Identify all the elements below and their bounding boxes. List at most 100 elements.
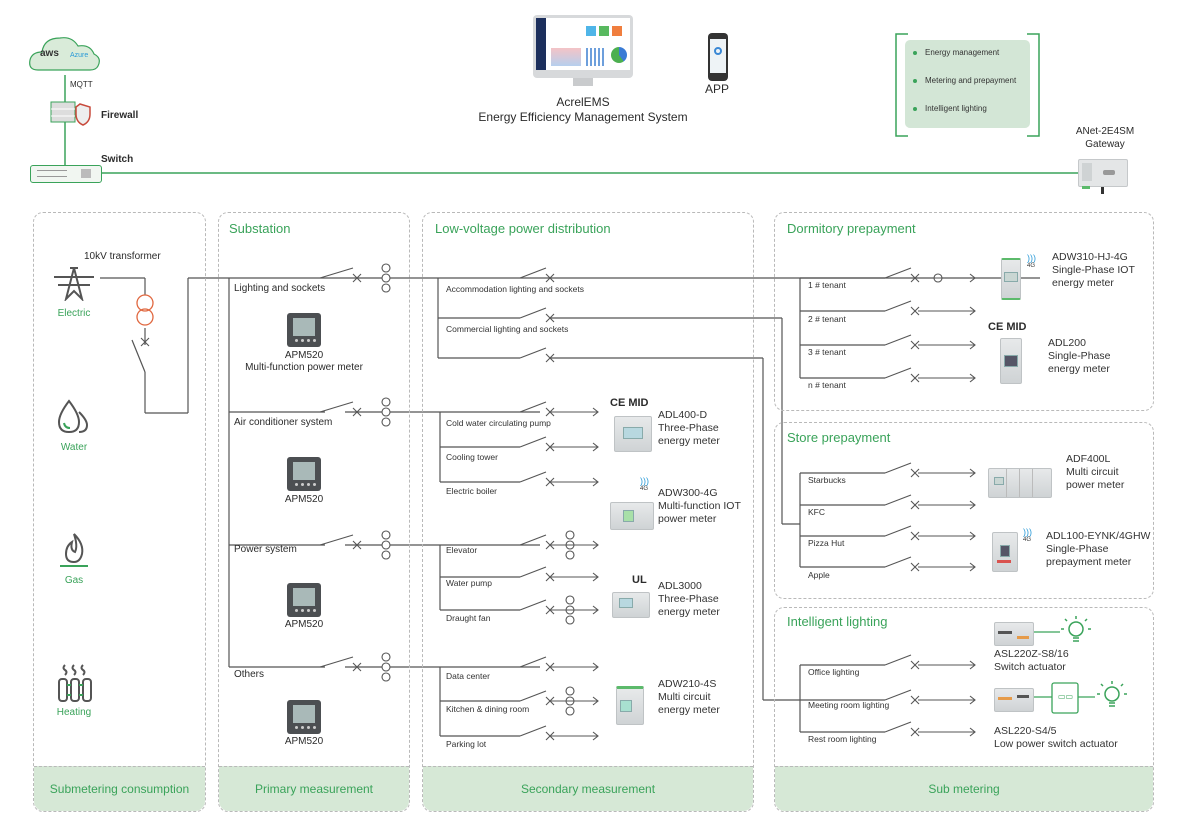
switch-blade [884,300,912,312]
arrow-head [592,540,599,550]
gateway-type: Gateway [1085,139,1125,150]
product-label: ADL3000 Three-Phase energy meter [658,580,720,618]
switch-icon [30,165,102,183]
product-label: ASL220Z-S8/16 Switch actuator [994,648,1069,673]
switch-blade [884,334,912,346]
switch-blade [519,725,547,737]
panel-footer: Secondary measurement [423,766,753,811]
meter-model: APM520 [284,350,324,361]
meter-model: APM520 [284,494,324,505]
adl200-meter [1000,338,1022,384]
arrow-head [969,373,976,383]
apm520-meter [287,313,321,347]
switch-blade [519,599,547,611]
water-drop-icon [55,398,91,436]
arrow-head [969,695,976,705]
product-label: ADW210-4S Multi circuit energy meter [658,678,720,716]
switch-blade [519,267,547,279]
power-tower-icon [52,265,96,303]
arrow-head [969,468,976,478]
breaker-x [910,373,920,383]
current-transformer-icon [381,550,391,560]
tenant-label: 1 # tenant [808,280,846,290]
switch-blade [884,689,912,701]
azure-logo: Azure [70,52,89,59]
arrow-head [592,572,599,582]
switch-blade [519,307,547,319]
current-transformer-icon [565,615,575,625]
current-transformer-icon [381,662,391,672]
feeder-label: Air conditioner system [234,417,333,428]
panel-footer: Sub metering [775,766,1153,811]
lighting-circuit-label: Meeting room lighting [808,700,890,710]
breaker-x [910,695,920,705]
light-bulb-icon [1096,679,1128,715]
apm520-meter [287,700,321,734]
switch-blade [884,367,912,379]
store-label: Pizza Hut [808,538,845,548]
feature-item: Intelligent lighting [913,104,987,113]
panel-submetering: Submetering consumption [33,212,206,812]
adw300-meter [610,502,654,530]
app-label: APP [705,82,730,96]
4g-signal-icon: )))4G [1023,527,1032,543]
lighting-circuit-label: Office lighting [808,667,860,677]
switch-blade [884,494,912,506]
current-transformer-icon [565,530,575,540]
product-label: ADL100-EYNK/4GHW Single-Phase prepayment… [1046,530,1151,568]
gateway-model: ANet-2E4SM [1075,126,1135,137]
breaker-x [545,313,555,323]
arrow-head [592,605,599,615]
relay-module-icon: ▭▭ [1058,692,1074,701]
switch-blade [519,401,547,413]
panel-footer: Primary measurement [219,766,409,811]
panel-title: Low-voltage power distribution [435,221,611,236]
features-box: Energy management Metering and prepaymen… [905,40,1030,128]
adl3000-meter [612,592,650,618]
light-bulb-icon [1060,614,1092,650]
arrow-head [969,306,976,316]
source-label-water: Water [60,442,88,453]
cert-badge: UL [632,574,647,586]
current-transformer-icon [565,706,575,716]
current-transformer-icon [565,686,575,696]
apm520-meter [287,583,321,617]
arrow-head [969,340,976,350]
source-label-electric: Electric [57,308,91,319]
arrow-head [969,660,976,670]
arrow-head [592,477,599,487]
panel-title: Intelligent lighting [787,614,888,629]
feeder-label: Lighting and sockets [234,283,326,294]
firewall-label: Firewall [101,110,139,121]
cert-badge: CE MID [610,397,649,409]
apm520-meter [287,457,321,491]
asl220-actuator [994,688,1034,712]
current-transformer-icon [381,263,391,273]
switch-blade [884,721,912,733]
switch-blade [519,690,547,702]
switch-blade [319,267,354,279]
product-label: ADL200 Single-Phase energy meter [1048,337,1111,375]
product-label: ADF400L Multi circuit power meter [1066,453,1125,491]
current-transformer-icon [565,595,575,605]
current-transformer-icon [381,397,391,407]
branch-label: Kitchen & dining room [446,704,530,714]
switch-blade [519,656,547,668]
switch-blade [319,401,354,413]
breaker-x [910,273,920,283]
adl400-meter [614,416,652,452]
branch-label: Commercial lighting and sockets [446,324,569,334]
actuator-links [1032,631,1095,714]
system-name: AcrelEMS [556,95,610,109]
asl220z-actuator [994,622,1034,646]
breaker-x [545,353,555,363]
firewall-icon [50,100,92,126]
breaker-x [545,273,555,283]
arrow-head [592,662,599,672]
store-label: Starbucks [808,475,846,485]
transformer-breaker-x [140,337,150,347]
feature-item: Energy management [913,48,999,57]
breaker-x [910,660,920,670]
panel-secondary: Low-voltage power distribution Secondary… [422,212,754,812]
